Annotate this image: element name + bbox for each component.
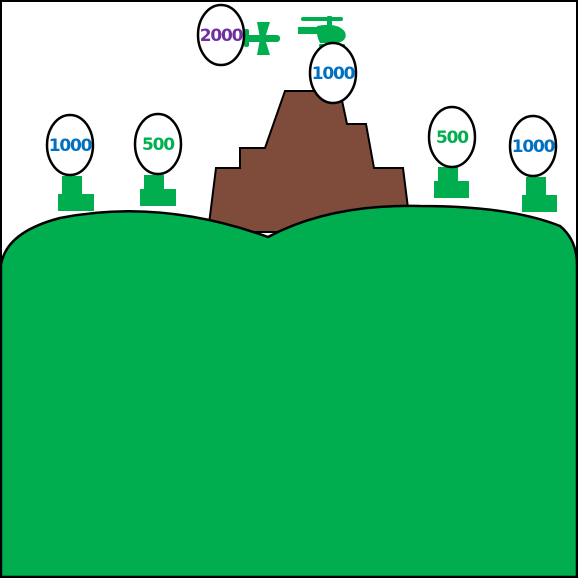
airplane[interactable] bbox=[244, 22, 280, 55]
plane-score: 2000 bbox=[200, 26, 244, 46]
soldier-3-score: 500 bbox=[436, 128, 469, 148]
soldier-4-score: 1000 bbox=[512, 137, 556, 157]
soldier-icon bbox=[522, 177, 557, 212]
soldier-1[interactable] bbox=[58, 176, 94, 211]
soldier-1-score-bubble: 1000 bbox=[45, 113, 95, 177]
helicopter-score-bubble: 1000 bbox=[308, 41, 358, 105]
plane-score-bubble: 2000 bbox=[196, 3, 246, 67]
soldier-4[interactable] bbox=[522, 177, 557, 212]
helicopter-score: 1000 bbox=[312, 64, 356, 84]
green-hills bbox=[0, 204, 578, 578]
soldier-3-score-bubble: 500 bbox=[427, 105, 477, 169]
soldier-2[interactable] bbox=[140, 175, 176, 206]
soldier-3[interactable] bbox=[434, 167, 469, 198]
soldier-1-score: 1000 bbox=[49, 136, 93, 156]
soldier-icon bbox=[434, 167, 469, 198]
airplane-icon bbox=[244, 22, 280, 55]
soldier-icon bbox=[58, 176, 94, 211]
soldier-2-score-bubble: 500 bbox=[133, 112, 183, 176]
soldier-icon bbox=[140, 175, 176, 206]
soldier-2-score: 500 bbox=[142, 135, 175, 155]
soldier-4-score-bubble: 1000 bbox=[508, 114, 558, 178]
